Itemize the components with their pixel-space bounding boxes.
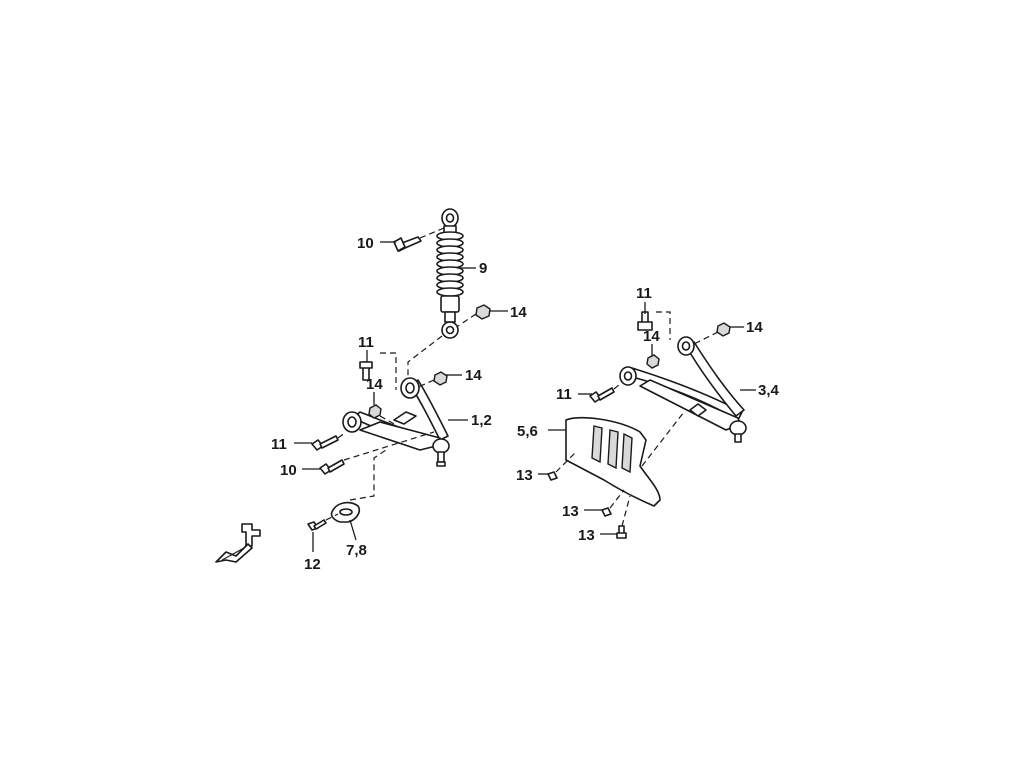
callout-11-right-upper: 11 <box>636 285 652 302</box>
nut-14-right-arm-top <box>693 322 731 345</box>
callout-7-8-bracket: 7,8 <box>346 542 367 559</box>
screw-13-b <box>601 489 625 517</box>
shock-absorber <box>436 208 464 339</box>
bolt-11-right-upper <box>637 311 671 340</box>
screw-13-a <box>547 451 577 481</box>
leader-lines <box>294 241 756 552</box>
callout-13-screw-c: 13 <box>578 527 595 544</box>
callout-10-lower-bolt: 10 <box>280 462 297 479</box>
ball-joint-left <box>432 438 450 467</box>
callout-11-left-upper: 11 <box>358 334 374 351</box>
callout-11-left-arm: 11 <box>271 436 287 453</box>
bolt-11-right-arm <box>589 383 621 403</box>
bracket-7-8 <box>330 449 387 523</box>
screw-13-c <box>616 495 631 539</box>
callout-9-shock: 9 <box>479 260 487 277</box>
bolt-11-left-arm <box>311 431 347 451</box>
callout-14-right-top: 14 <box>746 319 763 336</box>
front-direction-arrow-icon <box>215 523 261 563</box>
callout-14-right-small: 14 <box>643 328 660 345</box>
nut-14-left-arm-top <box>415 371 448 389</box>
bolt-11-left-upper <box>359 352 397 390</box>
callout-5-6-skid-plate: 5,6 <box>517 423 538 440</box>
nut-14-right-arm <box>646 354 660 369</box>
nut-14-shock <box>457 304 491 327</box>
shock-spring <box>436 231 464 297</box>
a-arm-left <box>342 377 450 467</box>
nut-14-left-arm <box>368 404 397 426</box>
skid-plate <box>565 411 685 507</box>
callout-14-left-small: 14 <box>366 376 383 393</box>
callout-13-screw-a: 13 <box>516 467 533 484</box>
callout-13-screw-b: 13 <box>562 503 579 520</box>
callout-12-screw: 12 <box>304 556 321 573</box>
callout-11-right-arm: 11 <box>556 386 572 403</box>
bolt-10-lower <box>319 431 435 475</box>
callout-14-shock-nut: 14 <box>510 304 527 321</box>
callout-1-2-left-arm: 1,2 <box>471 412 492 429</box>
a-arm-right <box>619 336 747 443</box>
bolt-10-shock <box>393 227 445 252</box>
ball-joint-right <box>729 420 747 443</box>
callout-3-4-right-arm: 3,4 <box>758 382 780 399</box>
screw-12 <box>307 513 339 531</box>
callout-14-left-top: 14 <box>465 367 482 384</box>
callout-10-shock-bolt: 10 <box>357 235 374 252</box>
